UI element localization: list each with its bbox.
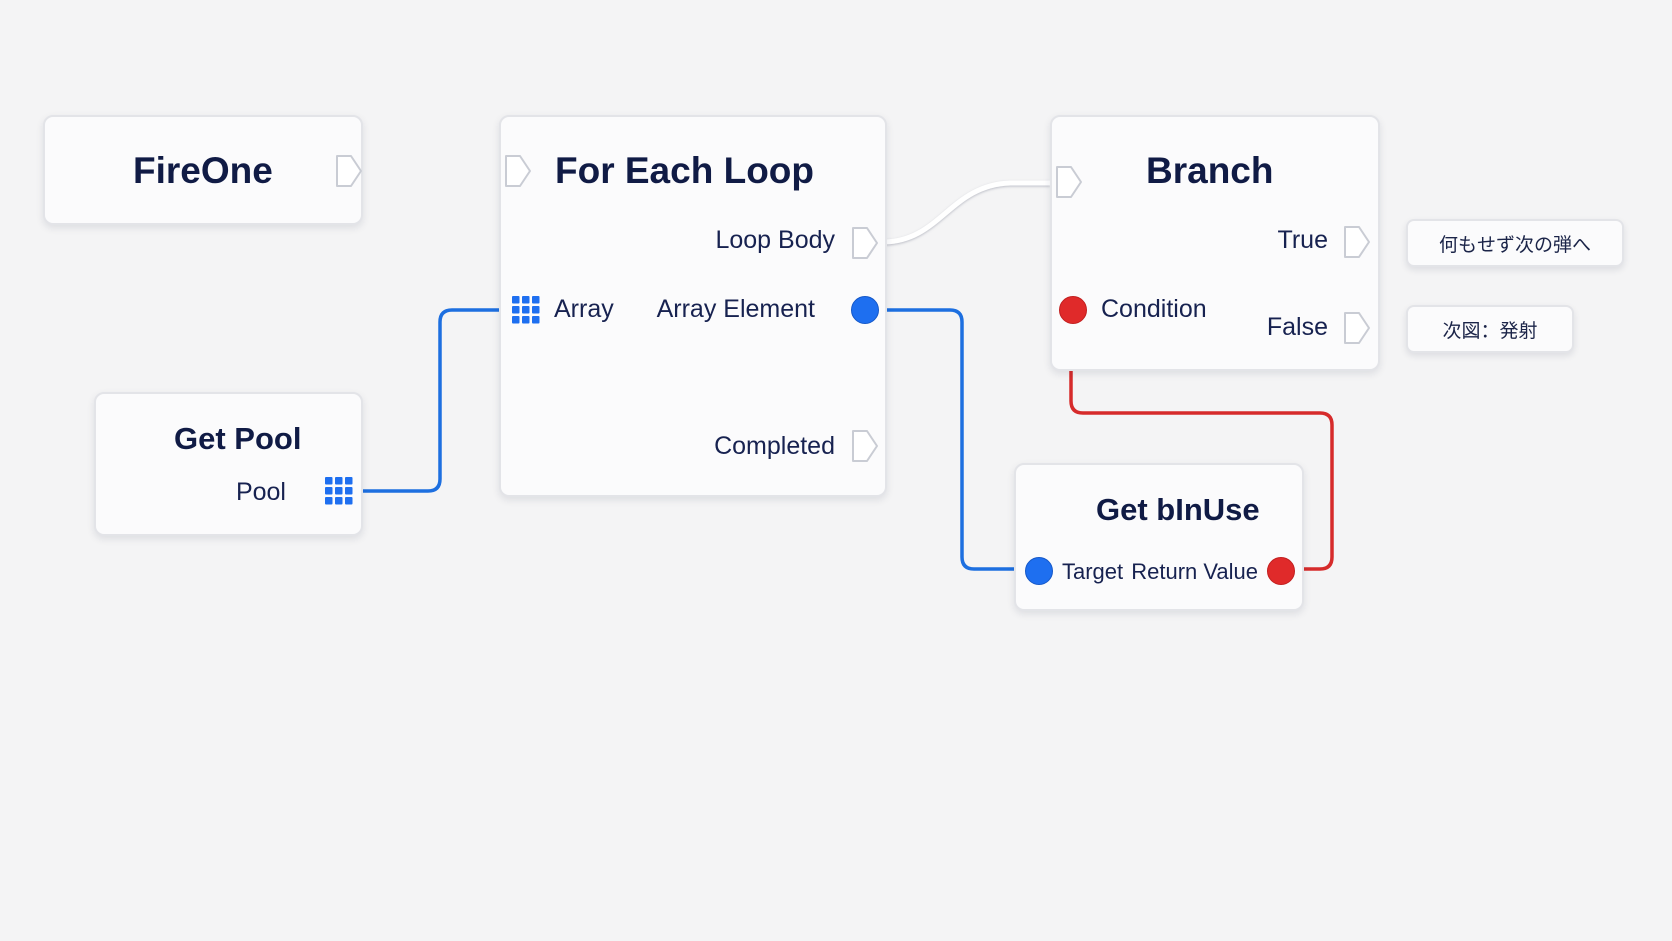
pool-label: Pool [235, 478, 286, 506]
array-grid-icon[interactable] [324, 476, 354, 506]
node-title: Branch [1146, 150, 1274, 191]
exec-wire-loopbody-to-branch[interactable] [882, 180, 1050, 245]
bool-wire-return-to-condition[interactable] [1069, 318, 1334, 571]
true-comment-note: 何もせず次の弾へ [1406, 219, 1624, 267]
true-label: True [1277, 226, 1328, 254]
fireone-node[interactable]: FireOne [43, 115, 363, 225]
get-pool-node[interactable]: Get Pool Pool [94, 392, 363, 536]
return-value-label: Return Value [1131, 559, 1258, 584]
loop-body-label: Loop Body [715, 226, 835, 254]
return-value-bool-pin-icon[interactable] [1266, 556, 1296, 586]
target-label: Target [1062, 559, 1124, 584]
completed-exec-arrow-icon[interactable] [851, 429, 879, 463]
get-binuse-node[interactable]: Get bInUse Target Return Value [1014, 463, 1304, 611]
array-element-label: Array Element [656, 295, 815, 323]
condition-bool-pin-icon[interactable] [1058, 295, 1088, 325]
array-wire-pool-to-array[interactable] [358, 308, 505, 493]
exec-in-arrow-icon[interactable] [1055, 165, 1083, 199]
true-exec-arrow-icon[interactable] [1343, 225, 1371, 259]
completed-label: Completed [714, 432, 835, 460]
for-each-loop-node[interactable]: For Each Loop Loop Body Array Array Elem… [499, 115, 887, 497]
target-object-pin-icon[interactable] [1024, 556, 1054, 586]
array-grid-icon[interactable] [511, 295, 541, 325]
condition-label: Condition [1101, 295, 1207, 323]
exec-out-arrow-icon[interactable] [335, 154, 363, 188]
node-title: FireOne [133, 150, 273, 191]
branch-node[interactable]: Branch True Condition False [1050, 115, 1380, 371]
array-element-object-pin-icon[interactable] [850, 295, 880, 325]
false-comment-note: 次図：発射 [1406, 305, 1574, 353]
object-wire-element-to-target[interactable] [883, 308, 1020, 571]
exec-in-arrow-icon[interactable] [504, 154, 532, 188]
false-exec-arrow-icon[interactable] [1343, 311, 1371, 345]
node-title: For Each Loop [555, 150, 814, 191]
loop-body-exec-arrow-icon[interactable] [851, 226, 879, 260]
node-title: Get bInUse [1096, 492, 1260, 527]
false-label: False [1266, 313, 1328, 341]
node-title: Get Pool [174, 421, 302, 456]
array-label: Array [554, 295, 614, 323]
